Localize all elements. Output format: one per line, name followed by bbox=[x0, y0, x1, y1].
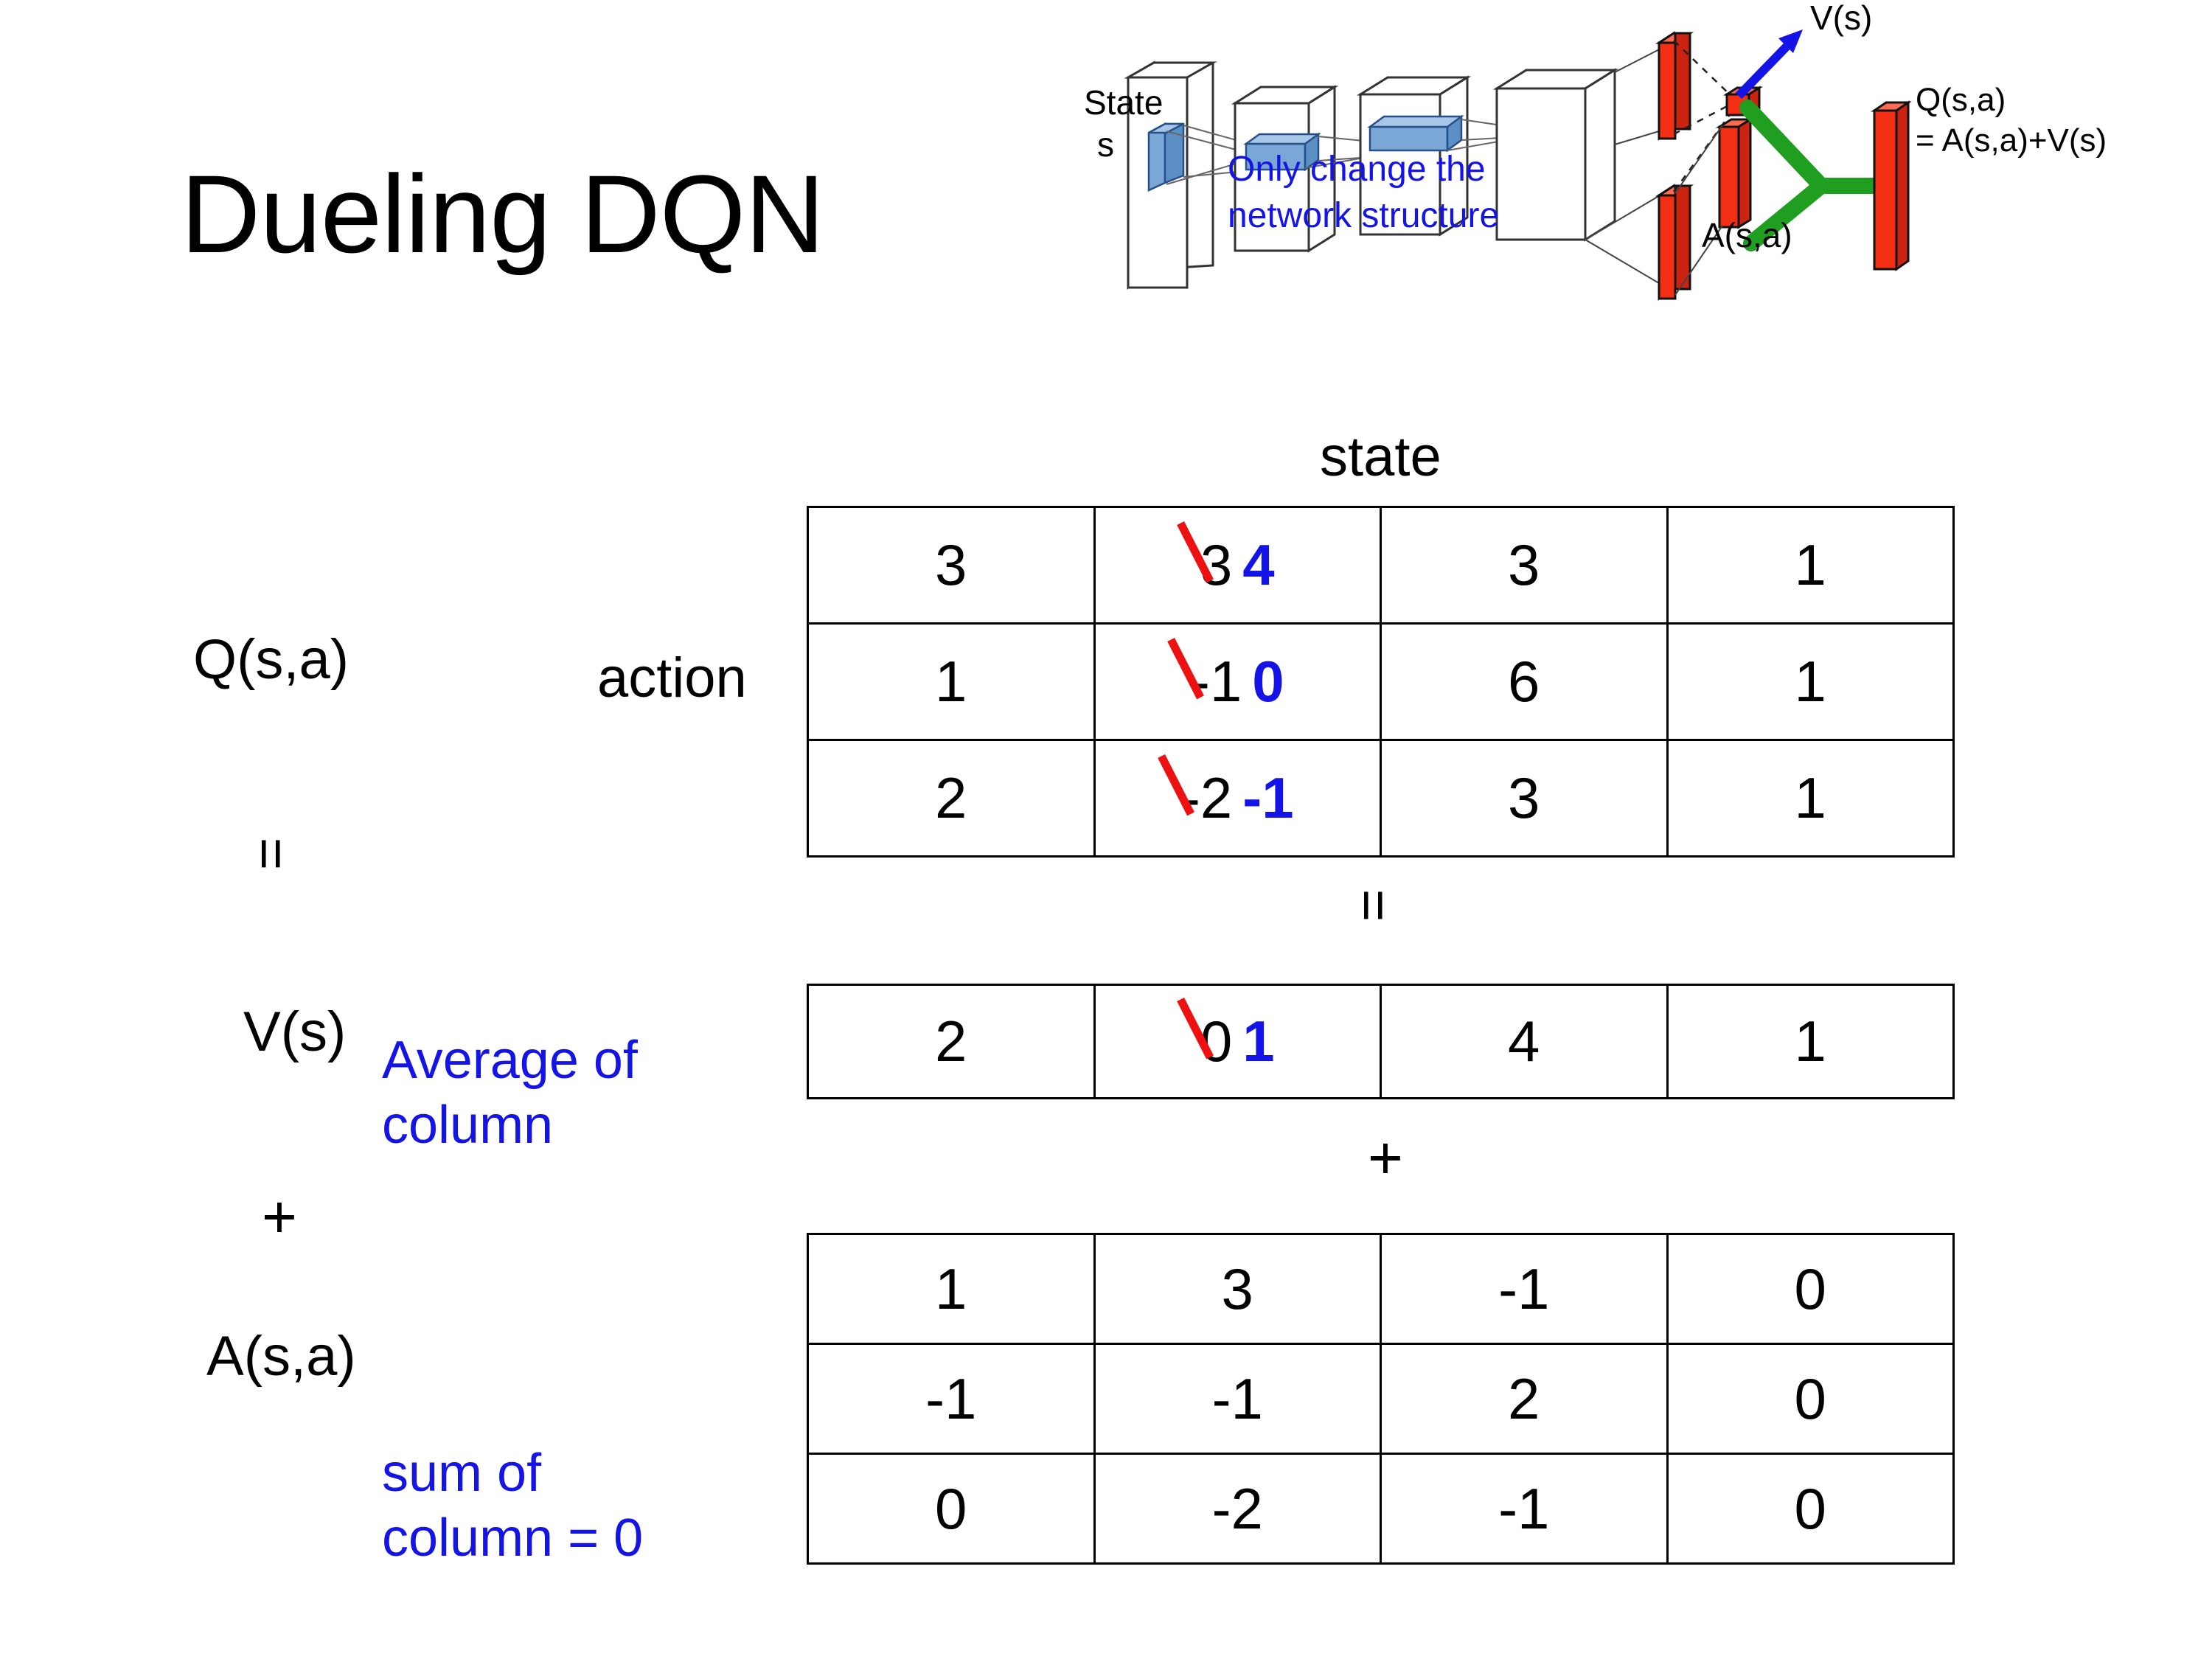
state-axis-label: state bbox=[1320, 425, 1441, 488]
q-cell-r1c1[interactable]: -1 0 bbox=[1093, 622, 1382, 741]
v-cell-c1[interactable]: 0 1 bbox=[1093, 984, 1382, 1099]
a-cell-r0c1[interactable]: 3 bbox=[1093, 1233, 1382, 1345]
table-row: -1 -1 2 0 bbox=[807, 1343, 1955, 1455]
conv-block-3-icon bbox=[1492, 68, 1619, 242]
q-output-label-line2: = A(s,a)+V(s) bbox=[1916, 122, 2107, 159]
action-axis-label: action bbox=[597, 647, 747, 709]
value-output-arrow-icon bbox=[1735, 29, 1803, 100]
value-stream-bar-icon bbox=[1655, 31, 1694, 141]
diagram-note-line1: Only change the bbox=[1228, 150, 1486, 189]
a-cell-r1c1[interactable]: -1 bbox=[1093, 1343, 1382, 1455]
q-cell-r0c1-old: 3 bbox=[1200, 532, 1233, 597]
a-cell-r2c2[interactable]: -1 bbox=[1380, 1453, 1669, 1565]
q-cell-r2c1-old: -2 bbox=[1180, 765, 1233, 830]
plus-sign-center: + bbox=[1368, 1124, 1403, 1192]
q-cell-r2c1-new: -1 bbox=[1242, 765, 1294, 830]
page-title: Dueling DQN bbox=[181, 152, 825, 276]
input-patch-icon bbox=[1147, 122, 1185, 192]
conv-feature-2-icon bbox=[1367, 114, 1464, 153]
average-of-column-note: Average of column bbox=[382, 1029, 638, 1158]
v-vector-label: V(s) bbox=[243, 1001, 347, 1063]
q-value-table: 3 3 4 3 1 1 -1 0 6 bbox=[807, 506, 1955, 858]
v-cell-c1-old: 0 bbox=[1200, 1009, 1233, 1074]
input-label-line2: s bbox=[1097, 125, 1114, 164]
table-row: 1 3 -1 0 bbox=[807, 1233, 1955, 1345]
a-matrix-label: A(s,a) bbox=[206, 1325, 356, 1388]
q-cell-r0c2[interactable]: 3 bbox=[1380, 506, 1669, 625]
table-row: 2 0 1 4 1 bbox=[807, 984, 1955, 1099]
v-value-table: 2 0 1 4 1 bbox=[807, 984, 1955, 1099]
v-cell-c1-new: 1 bbox=[1242, 1009, 1275, 1074]
q-output-bar-icon bbox=[1871, 100, 1912, 271]
v-cell-c3[interactable]: 1 bbox=[1666, 984, 1955, 1099]
conv-feature-1-icon bbox=[1243, 132, 1321, 172]
q-output-label-line1: Q(s,a) bbox=[1916, 82, 2006, 118]
table-row: 2 -2 -1 3 1 bbox=[807, 739, 1955, 858]
q-cell-r2c1[interactable]: -2 -1 bbox=[1093, 739, 1382, 858]
q-cell-r0c1[interactable]: 3 4 bbox=[1093, 506, 1382, 625]
a-cell-r2c0[interactable]: 0 bbox=[807, 1453, 1096, 1565]
input-label-line1: State bbox=[1084, 83, 1163, 122]
table-row: 0 -2 -1 0 bbox=[807, 1453, 1955, 1565]
dueling-network-diagram: V(s) Q(s,a) = A(s,a)+V(s) A(s,a) State s… bbox=[1084, 0, 2212, 413]
q-cell-r1c1-old: -1 bbox=[1190, 649, 1242, 714]
q-cell-r1c1-new: 0 bbox=[1252, 649, 1284, 714]
v-cell-c2[interactable]: 4 bbox=[1380, 984, 1669, 1099]
a-cell-r1c0[interactable]: -1 bbox=[807, 1343, 1096, 1455]
plus-sign-left: + bbox=[262, 1183, 297, 1251]
table-row: 3 3 4 3 1 bbox=[807, 506, 1955, 625]
q-matrix-label: Q(s,a) bbox=[193, 628, 349, 691]
a-cell-r0c3[interactable]: 0 bbox=[1666, 1233, 1955, 1345]
a-cell-r0c2[interactable]: -1 bbox=[1380, 1233, 1669, 1345]
a-cell-r2c1[interactable]: -2 bbox=[1093, 1453, 1382, 1565]
equals-sign-center: = bbox=[1342, 888, 1405, 922]
a-cell-r1c3[interactable]: 0 bbox=[1666, 1343, 1955, 1455]
table-row: 1 -1 0 6 1 bbox=[807, 622, 1955, 741]
conv-block-1-icon bbox=[1231, 85, 1339, 253]
q-cell-r0c3[interactable]: 1 bbox=[1666, 506, 1955, 625]
input-plane-icon bbox=[1124, 60, 1217, 290]
sum-of-column-note: sum of column = 0 bbox=[382, 1441, 643, 1571]
equals-sign-left: = bbox=[240, 837, 303, 871]
advantage-connector-lines bbox=[1674, 125, 1723, 296]
advantage-stream-bar-icon bbox=[1655, 184, 1694, 301]
stream-split-lines bbox=[1585, 45, 1669, 288]
q-cell-r1c0[interactable]: 1 bbox=[807, 622, 1096, 741]
a-cell-r2c3[interactable]: 0 bbox=[1666, 1453, 1955, 1565]
a-cell-r1c2[interactable]: 2 bbox=[1380, 1343, 1669, 1455]
a-cell-r0c0[interactable]: 1 bbox=[807, 1233, 1096, 1345]
q-cell-r2c3[interactable]: 1 bbox=[1666, 739, 1955, 858]
advantage-stream-label: A(s,a) bbox=[1702, 216, 1792, 254]
q-cell-r1c2[interactable]: 6 bbox=[1380, 622, 1669, 741]
sum-note-line1: sum of bbox=[382, 1444, 542, 1503]
merge-green-connector-icon bbox=[1739, 100, 1888, 251]
average-note-line1: Average of bbox=[382, 1031, 638, 1090]
dueling-network-svg: V(s) Q(s,a) = A(s,a)+V(s) A(s,a) State s… bbox=[1084, 0, 2107, 301]
q-cell-r0c0[interactable]: 3 bbox=[807, 506, 1096, 625]
q-cell-r2c0[interactable]: 2 bbox=[807, 739, 1096, 858]
average-note-line2: column bbox=[382, 1095, 554, 1155]
v-cell-c0[interactable]: 2 bbox=[807, 984, 1096, 1099]
q-cell-r1c3[interactable]: 1 bbox=[1666, 622, 1955, 741]
q-cell-r2c2[interactable]: 3 bbox=[1380, 739, 1669, 858]
advantage-value-table: 1 3 -1 0 -1 -1 2 0 0 -2 -1 0 bbox=[807, 1233, 1955, 1565]
advantage-vector-bar-icon bbox=[1715, 117, 1755, 229]
diagram-note-line2: network structure bbox=[1228, 196, 1499, 235]
sum-note-line2: column = 0 bbox=[382, 1508, 644, 1568]
q-cell-r0c1-new: 4 bbox=[1242, 532, 1275, 597]
value-stream-label: V(s) bbox=[1810, 0, 1872, 37]
